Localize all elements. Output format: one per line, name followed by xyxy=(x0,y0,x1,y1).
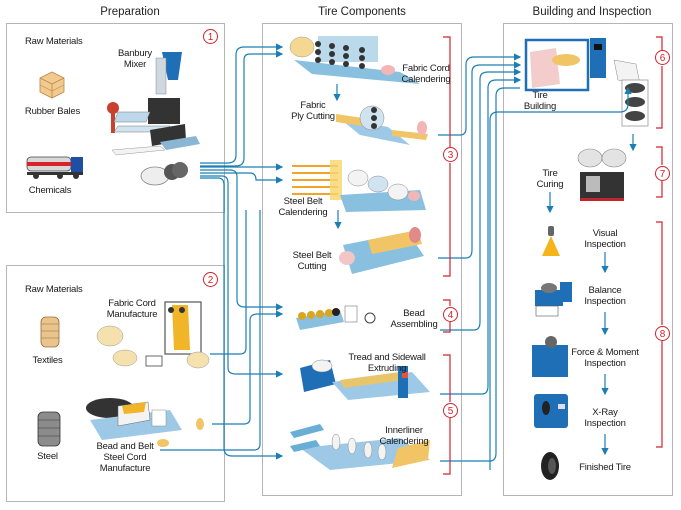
innerliner-calendering-label: Innerliner Calendering xyxy=(379,425,429,447)
fabric-cord-calendering-label: Fabric Cord Calendering xyxy=(401,63,451,85)
bead-assembling-icon xyxy=(296,305,376,330)
steel-belt-calendering-label: Steel Belt Calendering xyxy=(278,196,328,218)
panel-preparation-2 xyxy=(6,265,225,502)
finished-tire-icon xyxy=(541,452,559,480)
step-brackets xyxy=(443,36,663,475)
balance-inspection-label: Balance Inspection xyxy=(584,285,626,307)
step-marker-7: 7 xyxy=(655,166,670,181)
bead-assembling-label: Bead Assembling xyxy=(390,308,438,330)
rubber-bales-icon xyxy=(39,71,65,99)
visual-inspection-icon xyxy=(542,226,560,256)
rubber-bales-label: Rubber Bales xyxy=(24,106,81,117)
force-moment-machine-icon xyxy=(532,336,568,377)
tire-curing-label: Tire Curing xyxy=(536,168,564,190)
innerliner-calendering-icon xyxy=(290,424,430,470)
step-marker-4: 4 xyxy=(443,307,458,322)
tire-building-machine-icon xyxy=(524,38,606,92)
force-moment-inspection-label: Force & Moment Inspection xyxy=(571,347,639,369)
tread-sidewall-extruding-label: Tread and Sidewall Extruding xyxy=(348,352,426,374)
textiles-spool-icon xyxy=(40,316,60,348)
banbury-mixer-label: Banbury Mixer xyxy=(118,48,152,70)
step-marker-5: 5 xyxy=(443,403,458,418)
fabric-ply-cutting-label: Fabric Ply Cutting xyxy=(291,100,335,122)
chemicals-label: Chemicals xyxy=(28,185,72,196)
finished-tire-label: Finished Tire xyxy=(579,462,631,473)
raw-materials-label-1: Raw Materials xyxy=(25,36,83,47)
bead-belt-steel-cord-manufacture-label: Bead and Belt Steel Cord Manufacture xyxy=(96,441,154,474)
step-marker-1: 1 xyxy=(203,29,218,44)
section-title-tire-components: Tire Components xyxy=(318,6,406,18)
steel-label: Steel xyxy=(37,451,58,462)
step-marker-6: 6 xyxy=(655,50,670,65)
flow-lines xyxy=(160,43,637,470)
xray-inspection-label: X-Ray Inspection xyxy=(584,407,626,429)
fabric-cord-manufacture-label: Fabric Cord Manufacture xyxy=(106,298,158,320)
step-marker-8: 8 xyxy=(655,326,670,341)
visual-inspection-label: Visual Inspection xyxy=(584,228,626,250)
steel-belt-cutting-icon xyxy=(339,227,424,274)
tread-sidewall-extruding-icon xyxy=(300,359,430,400)
step-marker-2: 2 xyxy=(203,272,218,287)
step-marker-3: 3 xyxy=(443,147,458,162)
curing-press-icon xyxy=(577,148,627,201)
fabric-ply-cutting-icon xyxy=(336,105,428,145)
steel-coil-icon xyxy=(37,411,61,447)
chemical-truck-icon xyxy=(26,156,83,179)
steel-belt-cutting-label: Steel Belt Cutting xyxy=(292,250,332,272)
steel-belt-calendering-icon xyxy=(292,160,426,212)
banbury-mixer-icon xyxy=(107,52,200,186)
tire-building-label: Tire Building xyxy=(523,90,557,112)
fabric-cord-calendering-icon xyxy=(289,36,420,84)
raw-materials-label-2: Raw Materials xyxy=(25,284,83,295)
section-title-preparation: Preparation xyxy=(100,6,160,18)
balance-inspection-machine-icon xyxy=(535,282,572,317)
bead-belt-machine-icon xyxy=(86,398,204,447)
green-tire-rack-icon xyxy=(613,59,649,127)
fabric-cord-machine-icon xyxy=(96,301,210,369)
textiles-label: Textiles xyxy=(32,355,63,366)
xray-inspection-machine-icon xyxy=(534,394,568,428)
section-title-building-inspection: Building and Inspection xyxy=(532,6,652,18)
